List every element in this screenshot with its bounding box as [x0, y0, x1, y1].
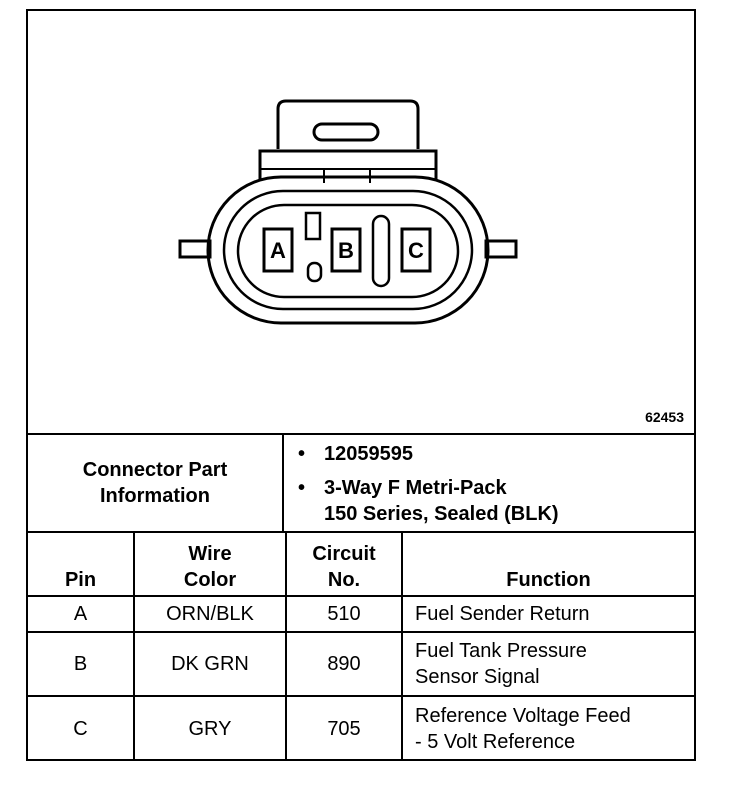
connector-description-line: 150 Series, Sealed (BLK): [324, 503, 559, 525]
connector-description-line: 3-Way F Metri-Pack: [324, 477, 507, 499]
connector-info-row: Connector Part Information • 12059595 • …: [28, 435, 694, 533]
connector-info-label: Connector Part Information: [28, 435, 284, 531]
function-cell: Fuel Tank Pressure Sensor Signal: [401, 631, 694, 697]
cavity-b: [330, 227, 362, 273]
connector-face: [236, 203, 460, 299]
latch-slot: [312, 122, 380, 142]
key-rib: [304, 211, 322, 241]
wire-color-cell: GRY: [133, 695, 287, 760]
header-circuit-no: Circuit No.: [285, 533, 403, 597]
pin-table: Pin Wire Color Circuit No. Function A OR…: [28, 533, 694, 760]
pin-cell: A: [28, 595, 135, 633]
latch-outline: [276, 99, 420, 149]
table-row: B DK GRN 890 Fuel Tank Pressure Sensor S…: [28, 631, 694, 697]
connector-info-item: • 3-Way F Metri-Pack 150 Series, Sealed …: [298, 475, 688, 527]
circuit-cell: 510: [285, 595, 403, 633]
connector-outer-body: [206, 175, 490, 325]
pin-table-header: Pin Wire Color Circuit No. Function: [28, 533, 694, 597]
bullet-icon: •: [298, 443, 306, 465]
pin-cell: B: [28, 631, 135, 697]
connector-info-list: • 12059595 • 3-Way F Metri-Pack 150 Seri…: [298, 441, 688, 527]
connector-drawing: A B C: [178, 99, 518, 325]
figure-number: 62453: [645, 409, 684, 425]
connector-diagram: A B C 62453: [28, 11, 694, 435]
circuit-cell: 705: [285, 695, 403, 760]
pin-label-c: C: [408, 238, 424, 263]
wire-color-cell: ORN/BLK: [133, 595, 287, 633]
connector-info-label-line: Connector Part: [82, 459, 228, 481]
bullet-icon: •: [298, 477, 306, 499]
pin-label-b: B: [338, 238, 354, 263]
circuit-cell: 890: [285, 631, 403, 697]
wire-color-cell: DK GRN: [133, 631, 287, 697]
connector-info-item: • 12059595: [298, 441, 688, 467]
latch-base: [258, 149, 438, 181]
cavity-c: [400, 227, 432, 273]
function-cell: Reference Voltage Feed - 5 Volt Referenc…: [401, 695, 694, 760]
header-wire-color: Wire Color: [133, 533, 287, 597]
connector-description: 3-Way F Metri-Pack 150 Series, Sealed (B…: [324, 475, 559, 527]
connector-info-label-line: Information: [100, 485, 210, 507]
center-divider: [371, 214, 391, 288]
function-cell: Fuel Sender Return: [401, 595, 694, 633]
connector-inner-body: [222, 189, 474, 311]
right-tab: [484, 239, 518, 259]
header-function: Function: [401, 533, 694, 597]
pin-cell: C: [28, 695, 135, 760]
key-notch: [306, 261, 323, 283]
table-row: A ORN/BLK 510 Fuel Sender Return: [28, 595, 694, 633]
pin-label-a: A: [270, 238, 286, 263]
part-number: 12059595: [324, 443, 413, 465]
header-pin: Pin: [28, 533, 135, 597]
left-tab: [178, 239, 212, 259]
diagram-frame: A B C 62453 Connector Part Information •…: [26, 9, 696, 761]
cavity-a: [262, 227, 294, 273]
table-row: C GRY 705 Reference Voltage Feed - 5 Vol…: [28, 695, 694, 760]
